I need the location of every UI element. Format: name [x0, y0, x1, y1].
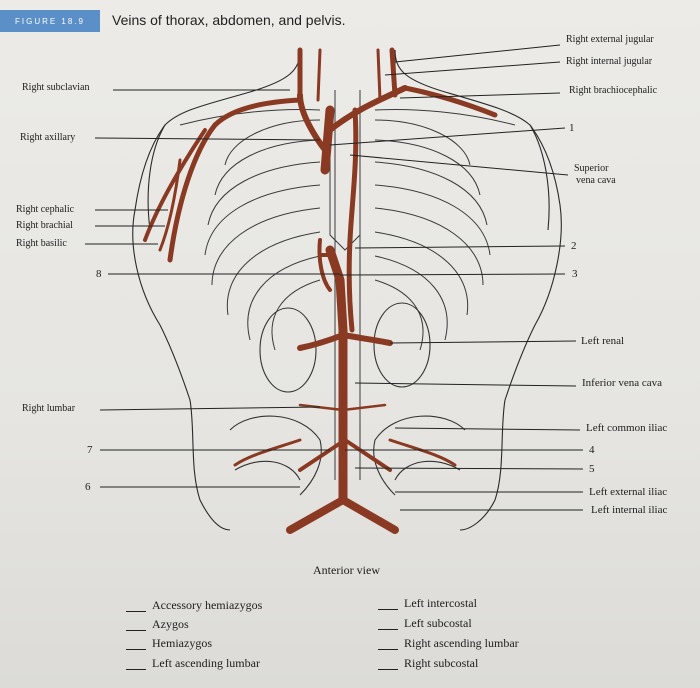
label-right-subclavian: Right subclavian: [22, 82, 90, 93]
answer-option[interactable]: Hemiazygos: [126, 636, 212, 650]
label-inferior-vena-cava: Inferior vena cava: [582, 377, 663, 389]
kidneys: [259, 302, 431, 393]
answer-option[interactable]: Accessory hemiazygos: [126, 598, 262, 612]
label-right-lumbar: Right lumbar: [22, 403, 76, 414]
answer-blank[interactable]: [378, 659, 398, 670]
number-2: 2: [571, 240, 577, 252]
answer-blank[interactable]: [126, 639, 146, 650]
answer-blank[interactable]: [378, 619, 398, 630]
label-left-renal: Left renal: [581, 335, 625, 347]
answer-blank[interactable]: [378, 639, 398, 650]
answer-blank[interactable]: [378, 599, 398, 610]
veins: [143, 47, 498, 534]
label-right-brachial: Right brachial: [16, 220, 73, 231]
label-left-external-iliac: Left external iliac: [589, 486, 668, 498]
label-superior-vena-cava-line2: vena cava: [576, 175, 616, 186]
number-3: 3: [572, 268, 578, 280]
label-left-internal-iliac: Left internal iliac: [591, 504, 668, 516]
answer-option[interactable]: Right subcostal: [378, 656, 478, 670]
leader-lines: [85, 44, 584, 511]
number-7: 7: [87, 444, 93, 456]
label-right-basilic: Right basilic: [16, 238, 67, 249]
label-right-axillary: Right axillary: [20, 132, 76, 143]
answer-blank[interactable]: [126, 601, 146, 612]
answer-blank[interactable]: [126, 620, 146, 631]
label-right-brachiocephalic: Right brachiocephalic: [569, 85, 658, 96]
number-8: 8: [96, 268, 102, 280]
figure-badge: FIGURE 18.9: [0, 10, 100, 32]
figure-title: Veins of thorax, abdomen, and pelvis.: [112, 12, 346, 28]
label-right-external-jugular: Right external jugular: [566, 34, 654, 45]
label-right-cephalic: Right cephalic: [16, 204, 75, 215]
label-left-common-iliac: Left common iliac: [586, 422, 668, 434]
number-4: 4: [589, 444, 595, 456]
answer-blank[interactable]: [126, 659, 146, 670]
answer-option[interactable]: Left intercostal: [378, 596, 477, 610]
label-right-internal-jugular: Right internal jugular: [566, 56, 653, 67]
label-superior-vena-cava-line1: Superior: [574, 163, 609, 174]
number-5: 5: [589, 463, 595, 475]
answer-option[interactable]: Left ascending lumbar: [126, 656, 260, 670]
answer-option[interactable]: Azygos: [126, 617, 189, 631]
rib-cage: [179, 90, 516, 480]
figure-caption: Anterior view: [313, 563, 380, 577]
answer-option[interactable]: Right ascending lumbar: [378, 636, 519, 650]
pelvis: [229, 415, 466, 496]
number-1: 1: [569, 122, 575, 134]
answer-option[interactable]: Left subcostal: [378, 616, 472, 630]
number-6: 6: [85, 481, 91, 493]
